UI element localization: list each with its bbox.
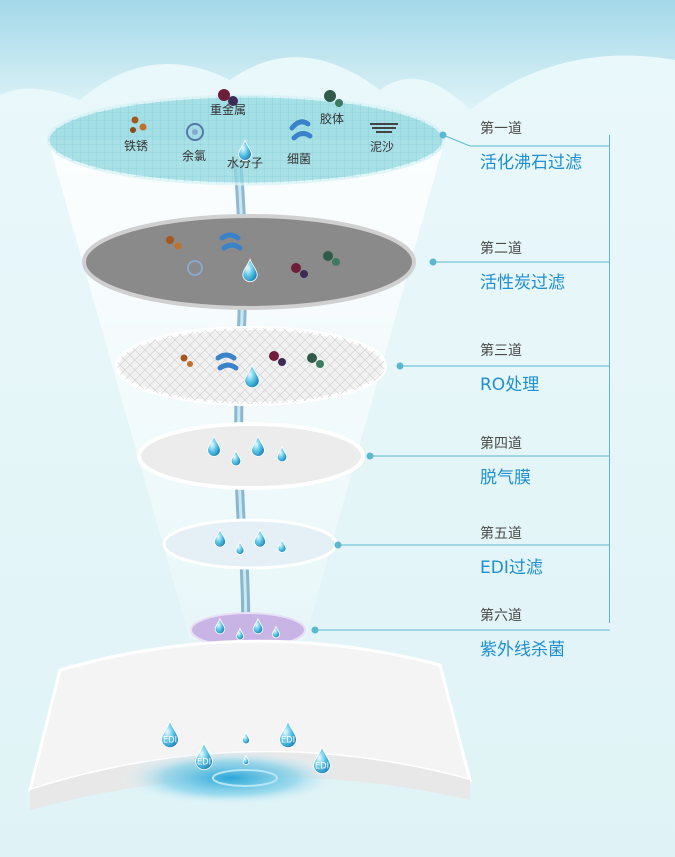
contaminant-label-sediment: 泥沙 — [370, 140, 394, 154]
water-droplet-icon — [241, 731, 251, 745]
stage-1-name: 活化沸石过滤 — [480, 153, 582, 173]
stage-5-number: 第五道 — [480, 526, 522, 542]
water-droplet-icon — [238, 139, 252, 161]
stage-6-name: 紫外线杀菌 — [480, 640, 565, 660]
contaminant-label-chlorine: 余氯 — [182, 148, 206, 163]
stage-6: 第六道 紫外线杀菌 — [480, 605, 565, 660]
stage-4-number: 第四道 — [480, 436, 522, 452]
stage-5-name: EDI过滤 — [480, 558, 543, 578]
stage-3-number: 第三道 — [480, 343, 522, 359]
connector-line-1 — [442, 134, 610, 147]
edi-droplet-icon — [195, 742, 213, 770]
water-droplet-icon — [213, 528, 227, 548]
water-droplet-icon — [230, 449, 242, 467]
water-droplet-icon — [235, 627, 245, 641]
filter-layer-5 — [162, 518, 338, 570]
colloid-icon — [324, 90, 343, 107]
bacteria-icon — [289, 119, 313, 141]
stage-4-name: 脱气膜 — [480, 468, 531, 488]
edi-drop-label: EDI — [197, 756, 211, 766]
stage-6-number: 第六道 — [480, 608, 522, 624]
contaminant-label-water-molecule: 水分子 — [227, 156, 263, 170]
chlorine-icon — [186, 123, 204, 141]
edi-drop-label: EDI — [163, 734, 177, 744]
stage-3: 第三道 RO处理 — [480, 340, 539, 395]
stage-4: 第四道 脱气膜 — [480, 433, 531, 488]
contaminant-label-heavy-metal: 重金属 — [210, 102, 246, 117]
edi-drop-label: EDI — [281, 734, 295, 744]
edi-droplet-icon — [161, 720, 179, 748]
water-splash — [0, 0, 675, 110]
stage-1-number: 第一道 — [480, 121, 522, 137]
stage-2-number: 第二道 — [480, 241, 522, 257]
water-droplet-icon — [253, 528, 267, 548]
contaminant-label-colloid: 胶体 — [320, 111, 344, 126]
water-droplet-icon — [252, 617, 264, 635]
contaminant-label-bacteria: 细菌 — [287, 152, 311, 166]
filter-layer-4 — [137, 422, 365, 490]
stage-1: 第一道 活化沸石过滤 — [480, 118, 582, 173]
water-droplet-icon — [276, 445, 288, 463]
water-droplet-icon — [235, 540, 245, 555]
water-droplet-icon — [251, 435, 265, 457]
heavy-metal-icon — [218, 89, 238, 106]
water-droplet-icon — [242, 257, 258, 283]
edi-droplet-icon — [279, 720, 297, 748]
stage-2: 第二道 活性炭过滤 — [480, 238, 565, 293]
rust-icon — [130, 116, 147, 133]
water-droplet-icon — [271, 625, 281, 639]
water-droplet-icon — [242, 754, 250, 765]
stage-5: 第五道 EDI过滤 — [480, 523, 543, 578]
edi-droplets: EDI EDI EDI EDI — [161, 720, 331, 774]
contaminant-label-rust: 铁锈 — [124, 139, 148, 153]
water-droplets — [207, 139, 288, 765]
stage-3-name: RO处理 — [480, 375, 540, 395]
water-droplet-icon — [214, 617, 226, 635]
edi-drop-label: EDI — [315, 760, 329, 770]
stage-bracket-line — [609, 135, 610, 623]
stage-connectors — [311, 131, 610, 634]
stage-2-name: 活性炭过滤 — [480, 273, 565, 293]
sediment-icon — [370, 123, 398, 133]
water-droplet-icon — [277, 538, 287, 553]
water-droplet-icon — [244, 363, 260, 389]
water-droplet-icon — [207, 435, 221, 457]
water-pool — [120, 750, 340, 806]
edi-droplet-icon — [313, 746, 331, 774]
